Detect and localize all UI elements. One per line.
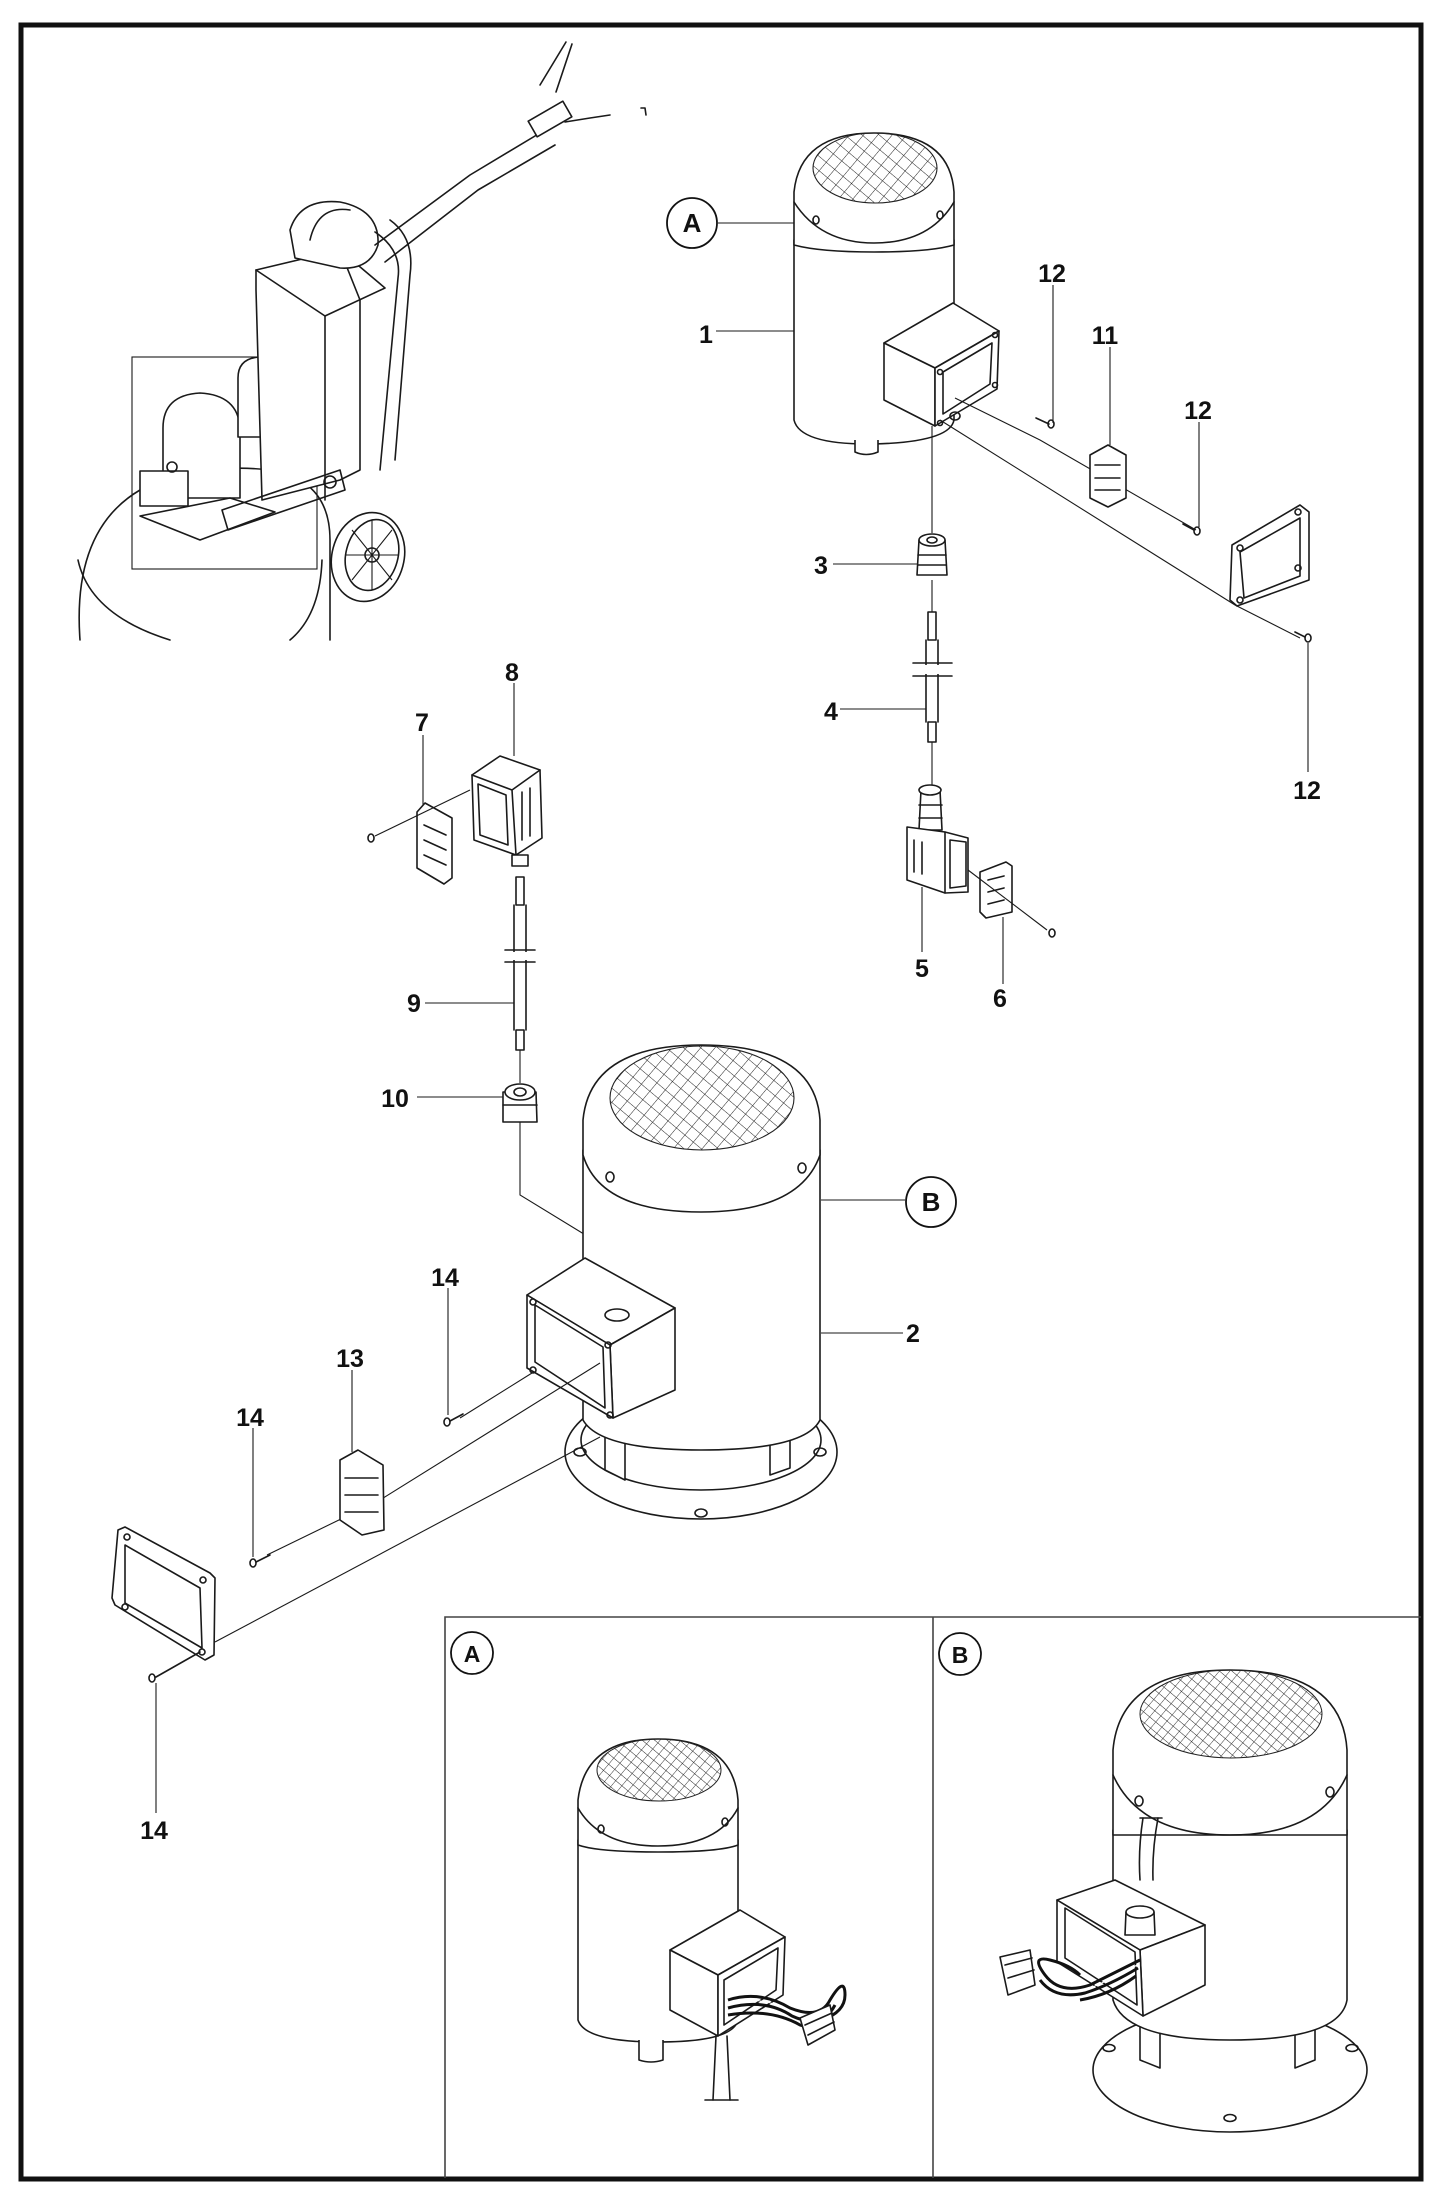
connector-insert-7 [367, 789, 471, 885]
cover-plate-a [1229, 504, 1310, 607]
reference-circle-a [666, 197, 718, 249]
callout-1: 1 [699, 321, 713, 349]
callout-11: 11 [1092, 322, 1119, 350]
screw-14a [443, 1413, 464, 1427]
callout-7: 7 [415, 709, 429, 737]
screw-12c [1294, 631, 1312, 643]
callout-12a: 12 [1038, 260, 1066, 288]
callout-8: 8 [505, 659, 519, 687]
callout-6: 6 [993, 985, 1007, 1013]
inset-reference-circle-a [450, 1631, 494, 1675]
inset-reference-label-b: B [952, 1642, 969, 1668]
callout-2: 2 [906, 1320, 920, 1348]
callout-labels: A B 1 2 3 4 5 6 7 8 9 10 11 12 12 12 13 … [140, 197, 1321, 1845]
callout-leaders [155, 222, 1309, 1813]
reference-label-b: B [922, 1187, 941, 1217]
callout-13: 13 [336, 1345, 364, 1373]
reference-circle-b [905, 1176, 957, 1228]
inset-reference-circle-b [938, 1632, 982, 1676]
inset-reference-label-a: A [464, 1641, 481, 1667]
terminal-block-11 [1089, 444, 1127, 508]
callout-4: 4 [824, 698, 838, 726]
reference-label-a: A [683, 208, 702, 238]
callout-9: 9 [407, 990, 421, 1018]
inset-b: B [938, 1632, 1368, 2133]
callout-5: 5 [915, 955, 929, 983]
callout-12b: 12 [1184, 397, 1212, 425]
callout-12c: 12 [1293, 777, 1321, 805]
callout-10: 10 [381, 1085, 409, 1113]
assembly-lines-b [214, 1362, 601, 1643]
cable-9 [504, 876, 536, 1083]
machine-overview-illustration [77, 41, 647, 641]
cable-4 [912, 611, 953, 743]
callout-14a: 14 [431, 1264, 459, 1292]
callout-14c: 14 [140, 1817, 168, 1845]
page-frame [18, 22, 1424, 2182]
inset-a: A [450, 1631, 847, 2101]
connector-housing-8 [471, 755, 543, 867]
terminal-block-13 [339, 1449, 385, 1536]
screw-12b [1182, 523, 1201, 536]
cover-plate-b [111, 1526, 216, 1661]
inset-panels: A B [444, 1616, 1421, 2178]
screw-12a [1035, 417, 1055, 429]
callout-14b: 14 [236, 1404, 264, 1432]
screw-14b [249, 1554, 271, 1568]
connector-housing-5 [906, 784, 969, 894]
connector-insert-6 [967, 861, 1056, 938]
motor-1-illustration [793, 132, 1000, 456]
cable-gland-3 [916, 533, 948, 576]
callout-3: 3 [814, 552, 828, 580]
motor-2-illustration [526, 1044, 838, 1520]
screw-14c [148, 1651, 201, 1683]
